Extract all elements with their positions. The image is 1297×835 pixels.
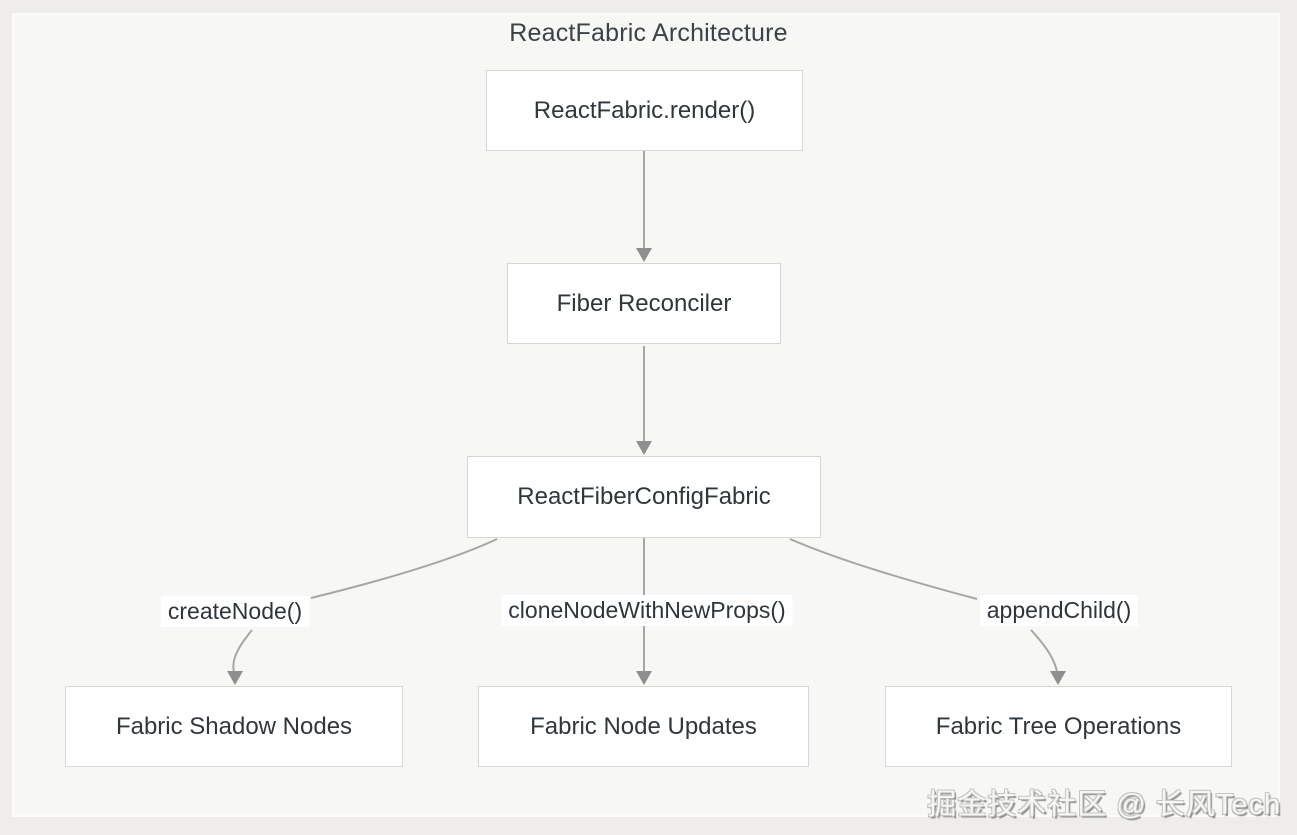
node-label: ReactFabric.render() (533, 96, 756, 124)
edge-label-clonenodewithnewprops: cloneNodeWithNewProps() (501, 595, 793, 626)
node-label: Fiber Reconciler (556, 289, 732, 317)
node-fabric-tree-operations: Fabric Tree Operations (885, 686, 1232, 767)
node-label: Fabric Tree Operations (935, 712, 1182, 740)
node-reactfiberconfigfabric: ReactFiberConfigFabric (467, 456, 821, 538)
edge-label-createnode: createNode() (160, 596, 310, 627)
node-label: Fabric Shadow Nodes (115, 712, 353, 740)
node-fabric-shadow-nodes: Fabric Shadow Nodes (65, 686, 403, 767)
watermark: 掘金技术社区 @ 长风Tech (927, 789, 1281, 821)
node-label: Fabric Node Updates (530, 712, 757, 740)
diagram-title: ReactFabric Architecture (509, 19, 788, 47)
node-reactfabric-render: ReactFabric.render() (486, 70, 803, 151)
node-fabric-node-updates: Fabric Node Updates (478, 686, 809, 767)
node-label: ReactFiberConfigFabric (517, 483, 771, 510)
node-fiber-reconciler: Fiber Reconciler (507, 263, 781, 344)
edge-label-appendchild: appendChild() (979, 595, 1139, 626)
